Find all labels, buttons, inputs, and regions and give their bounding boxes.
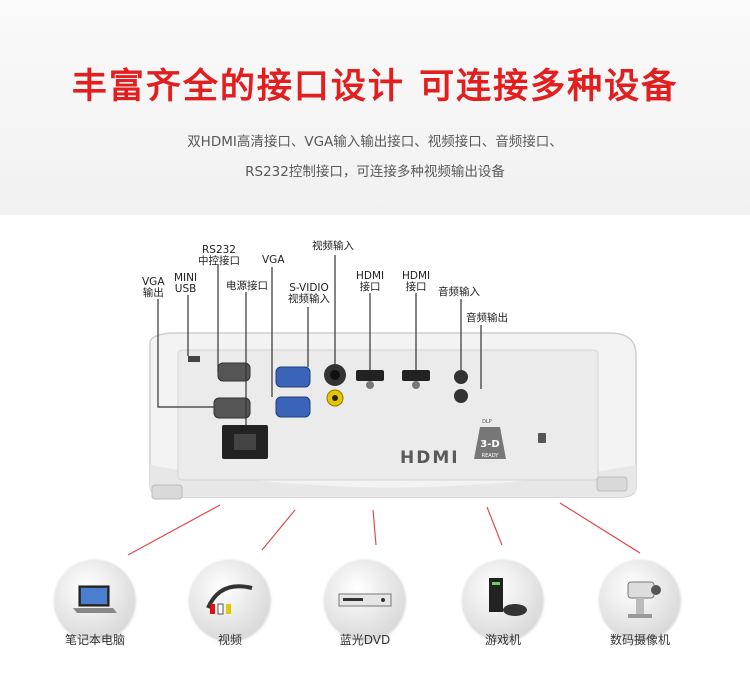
header-banner: 丰富齐全的接口设计 可连接多种设备 双HDMI高清接口、VGA输入输出接口、视频… (0, 0, 750, 215)
projector-rear-illustration: 3-D READY DLP HDMI (127, 255, 641, 556)
camcorder-icon (627, 581, 661, 618)
laptop-icon (73, 585, 117, 613)
badge-3d-text: 3-D (480, 439, 499, 450)
device-label-laptop: 笔记本电脑 (64, 633, 125, 647)
badge-dlp-text: DLP (482, 419, 492, 425)
subtitle-line-1: 双HDMI高清接口、VGA输入输出接口、视频接口、音频接口、 (187, 134, 563, 150)
device-label-console: 游戏机 (484, 633, 521, 647)
device-dvd (325, 560, 405, 640)
label-vga: VGA (262, 254, 285, 266)
badge-ready-text: READY (482, 453, 500, 459)
device-console (463, 560, 543, 640)
label-video-in: 视频输入 (312, 240, 354, 252)
device-camcorder (600, 560, 680, 640)
subtitle-line-2: RS232控制接口，可连接多种视频输出设备 (245, 164, 505, 180)
label-power: 电源接口 (226, 280, 268, 292)
label-audio-in: 音频输入 (438, 286, 480, 298)
dvd-player-icon (338, 593, 392, 607)
device-label-av: 视频 (217, 633, 242, 647)
hdmi-logo-text: HDMI (400, 448, 460, 468)
device-laptop (55, 560, 135, 640)
device-label-dvd: 蓝光DVD (339, 633, 391, 647)
device-av-cable (190, 560, 270, 640)
page-title: 丰富齐全的接口设计 可连接多种设备 (71, 67, 679, 107)
av-cable-icon (206, 584, 253, 615)
game-console-icon (489, 578, 527, 616)
device-label-camcorder: 数码摄像机 (609, 633, 670, 647)
label-audio-out: 音频输出 (466, 312, 508, 324)
